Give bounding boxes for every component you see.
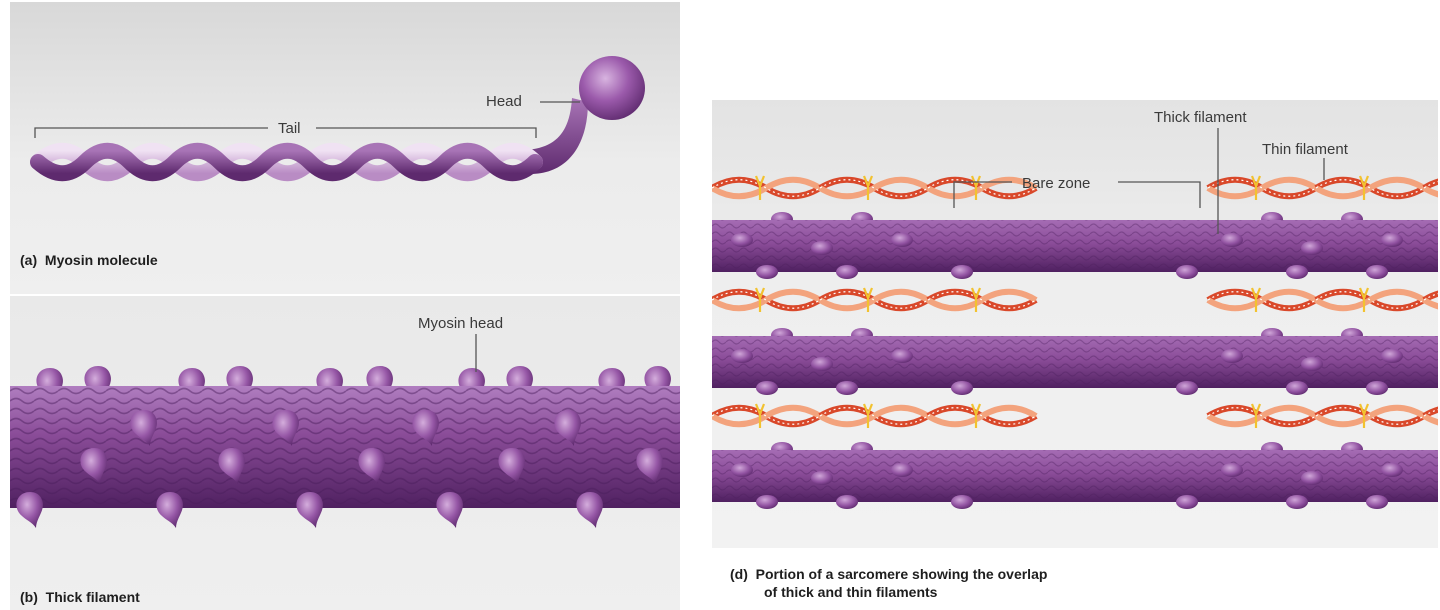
myosin-molecule-illustration: [30, 56, 645, 182]
panel-b-caption-text: Thick filament: [45, 589, 140, 605]
panel-a-caption-text: Myosin molecule: [44, 252, 158, 268]
panel-d-letter: (d): [730, 566, 748, 582]
thin-filament-label: Thin filament: [1262, 141, 1348, 158]
thick-filament-row-2: [712, 328, 1438, 395]
panel-b-thick-filament: Myosin head (b) Thick filament: [10, 296, 680, 610]
panel-d-sarcomere: Thick filament Thin filament Bare zone: [712, 100, 1438, 548]
tail-label: Tail: [278, 120, 301, 137]
panel-d-caption-line-2: of thick and thin filaments: [764, 583, 938, 600]
thick-filament-illustration: [10, 334, 680, 528]
panel-d-caption: (d) Portion of a sarcomere showing the o…: [730, 566, 1047, 602]
thick-filament-label: Thick filament: [1154, 109, 1247, 126]
thick-filament-row-3: [712, 442, 1438, 509]
myosin-neck: [525, 98, 588, 174]
myosin-head-label: Myosin head: [418, 315, 504, 332]
panel-d-caption-line-1: Portion of a sarcomere showing the overl…: [755, 566, 1048, 582]
bare-zone-bracket: [953, 181, 1201, 208]
tail-bracket: [34, 127, 537, 138]
tail-strand-dark: [30, 142, 543, 182]
thin-filament-row-2: [712, 288, 1438, 312]
head-label: Head: [486, 93, 522, 110]
sarcomere-illustration: [712, 128, 1438, 548]
panel-b-caption: (b) Thick filament: [20, 589, 140, 607]
panel-b-letter: (b): [20, 589, 38, 605]
bare-zone-label: Bare zone: [1022, 175, 1091, 192]
panel-a-letter: (a): [20, 252, 38, 268]
thick-filament-row-1: [712, 212, 1438, 279]
panel-a-caption: (a) Myosin molecule: [20, 252, 158, 270]
panel-a-myosin-molecule: Tail Head (a) Myosin molecule: [10, 2, 680, 294]
thin-filament-row-3: [712, 404, 1438, 428]
myosin-head-shape: [579, 56, 645, 120]
